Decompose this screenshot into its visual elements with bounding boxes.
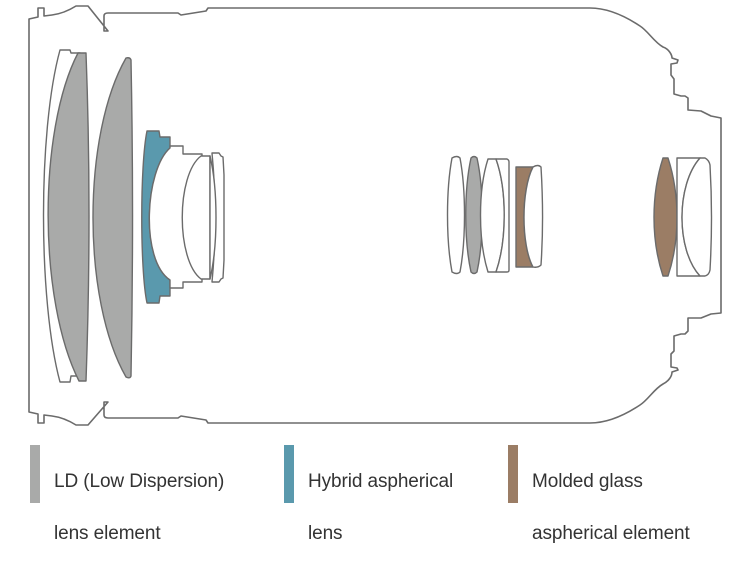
legend-label-molded: Molded glass aspherical element (532, 443, 690, 573)
legend-item-ld: LD (Low Dispersion) lens element (30, 443, 224, 573)
legend-label-hybrid: Hybrid aspherical lens (308, 443, 453, 573)
legend-label-hybrid-line2: lens (308, 523, 343, 544)
lens-element-15-molded (653, 157, 678, 277)
molded-color-swatch (508, 445, 518, 503)
legend-label-molded-line1: Molded glass (532, 471, 643, 492)
lens-element-14-plain (523, 164, 544, 268)
lens-element-10-ld (465, 155, 483, 275)
legend-label-ld: LD (Low Dispersion) lens element (54, 443, 224, 573)
hybrid-color-swatch (284, 445, 294, 503)
lens-element-17-plain (681, 157, 713, 277)
lens-element-8-plain (209, 155, 217, 280)
legend-item-hybrid: Hybrid aspherical lens (284, 443, 453, 573)
legend-label-ld-line2: lens element (54, 523, 161, 544)
lens-construction-diagram (28, 5, 722, 426)
legend-label-molded-line2: aspherical element (532, 523, 690, 544)
legend-label-hybrid-line1: Hybrid aspherical (308, 471, 454, 492)
lens-barrel-outline (28, 5, 722, 426)
legend-label-ld-line1: LD (Low Dispersion) (54, 471, 225, 492)
lens-element-9-plain (446, 155, 466, 275)
lens-element-6-plain (181, 155, 211, 280)
ld-color-swatch (30, 445, 40, 503)
legend-item-molded: Molded glass aspherical element (508, 443, 690, 573)
legend: LD (Low Dispersion) lens element Hybrid … (0, 443, 750, 544)
lens-element-3-ld (92, 57, 134, 379)
lens-element-12-plain (495, 158, 510, 273)
lens-element-2-ld (47, 52, 90, 382)
